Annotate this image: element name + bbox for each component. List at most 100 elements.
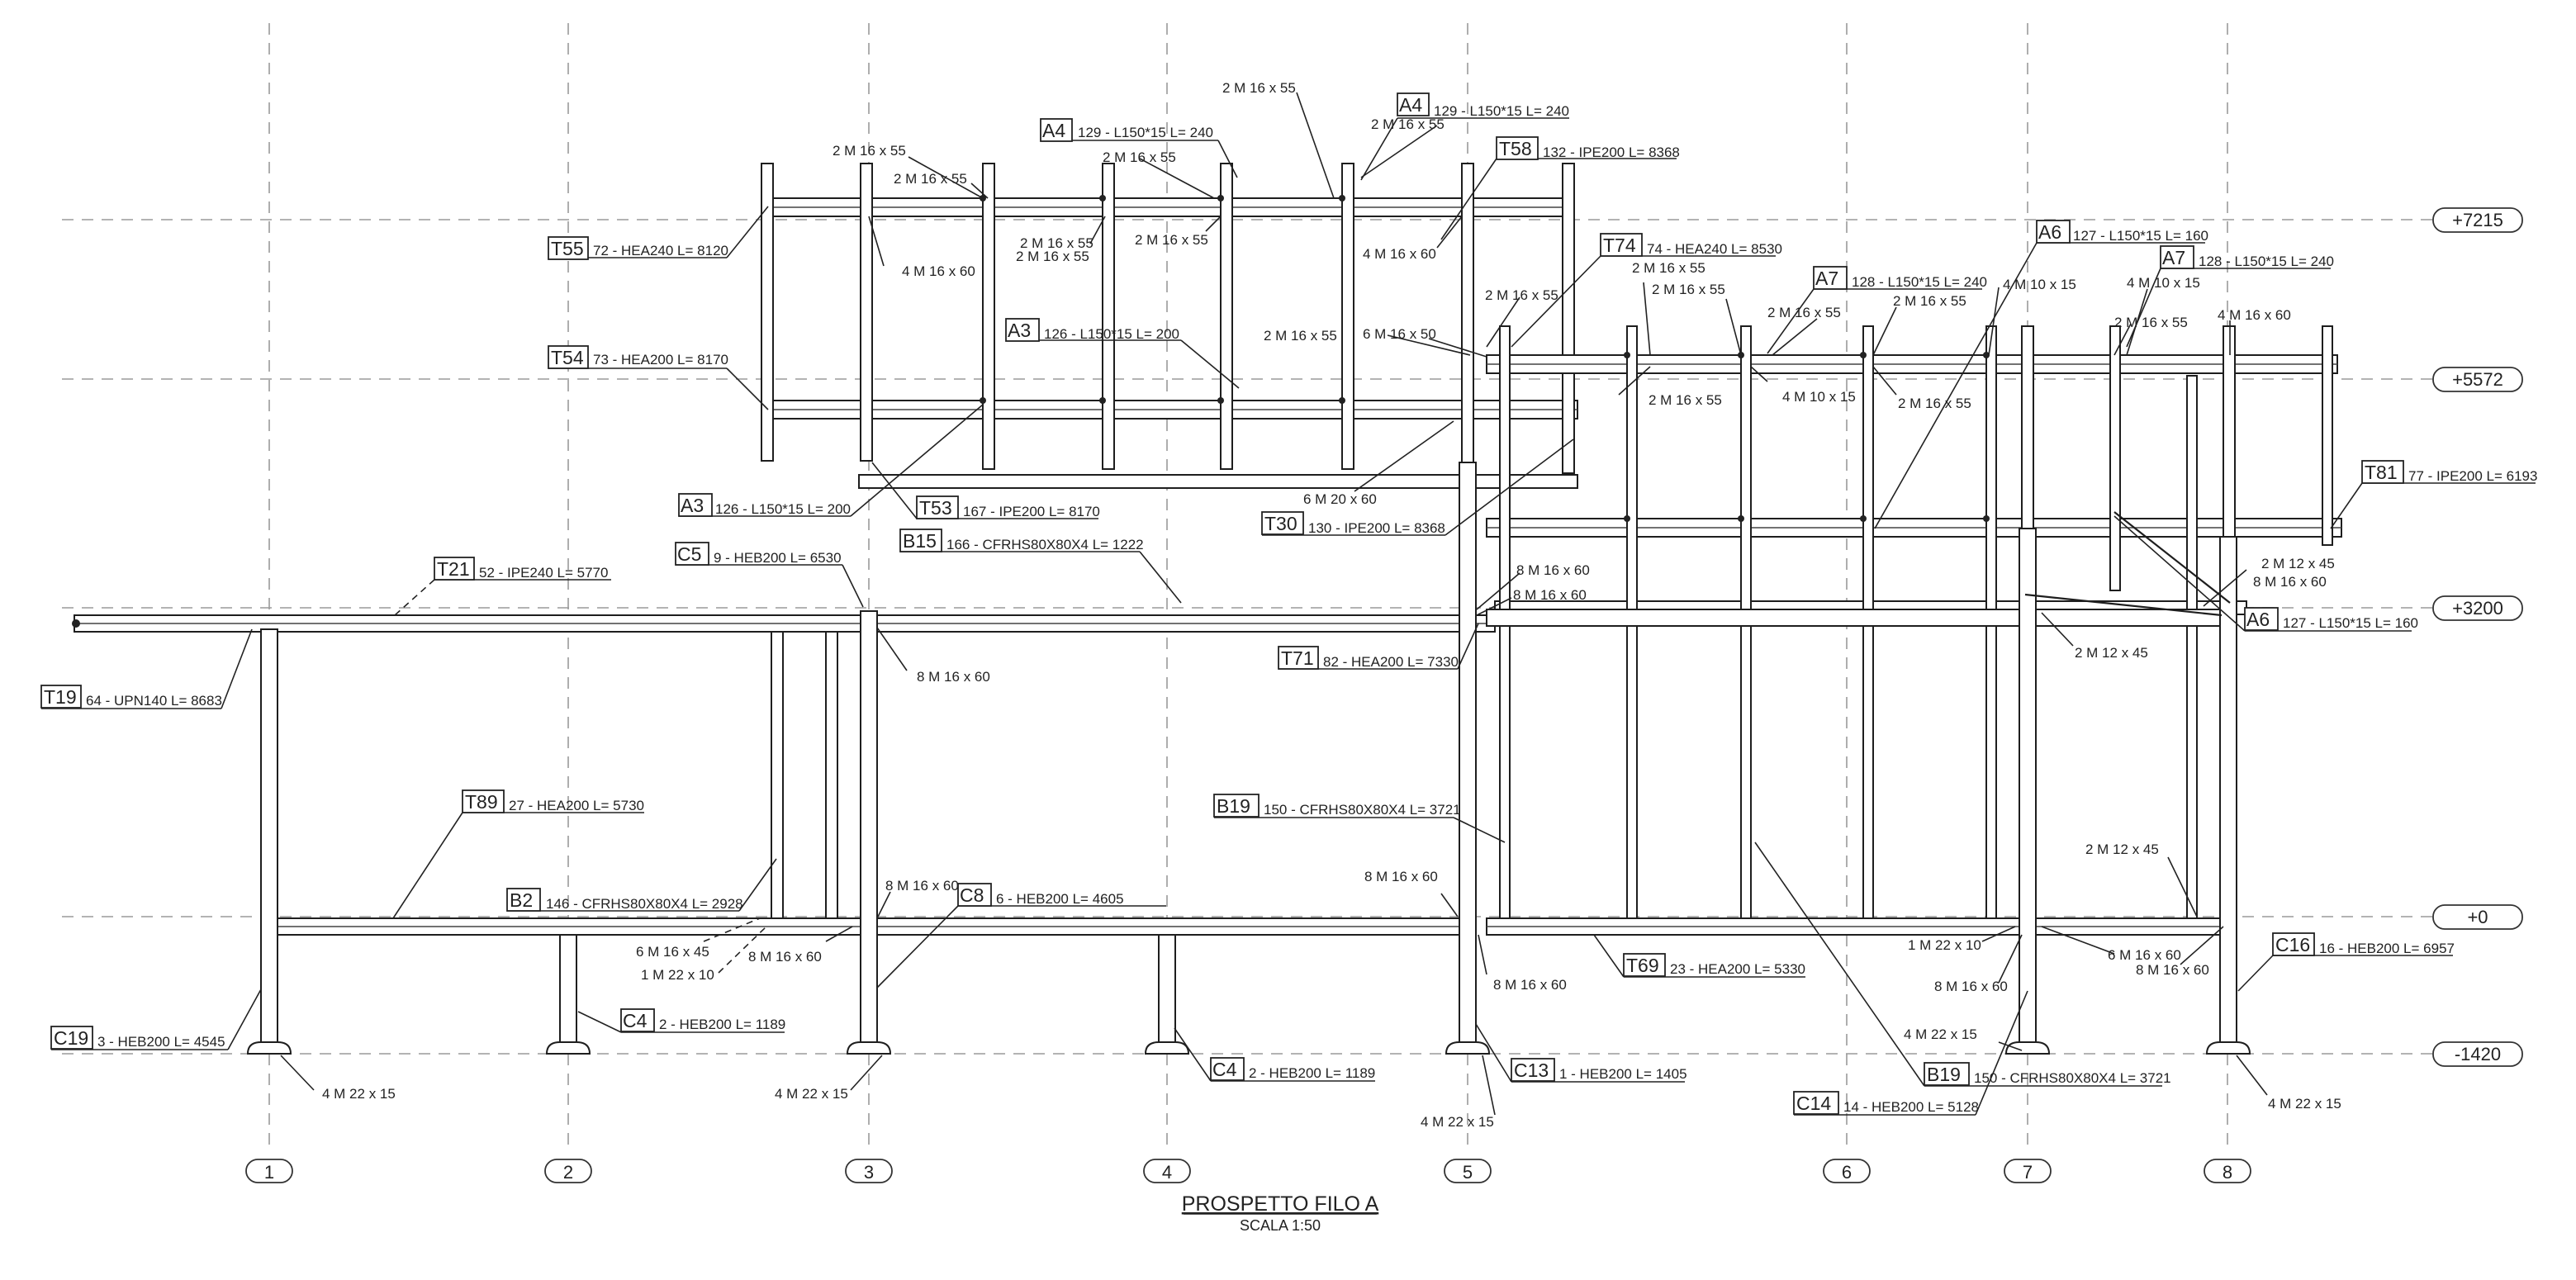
member-tag-t69: T69 xyxy=(1626,955,1659,976)
axis-bubble-8: 8 xyxy=(2204,1159,2251,1183)
member-tag-t71: T71 xyxy=(1281,647,1314,669)
bolt-label: 8 M 16 x 60 xyxy=(2136,962,2209,978)
bolt-label: 2 M 16 x 55 xyxy=(1135,232,1208,248)
member-text-a6-lower: 127 - L150*15 L= 160 xyxy=(2283,615,2418,631)
bolt-label: 4 M 22 x 15 xyxy=(322,1086,396,1102)
bolt-label: 2 M 12 x 45 xyxy=(2261,556,2335,571)
member-text-a4-left: 129 - L150*15 L= 240 xyxy=(1078,125,1213,140)
bolt-label: 2 M 16 x 55 xyxy=(1649,392,1722,408)
bolt-label: 6 M 16 x 60 xyxy=(2108,947,2181,963)
axis-label-6: 6 xyxy=(1842,1162,1852,1183)
level-bubble-1420: -1420 xyxy=(2432,1041,2523,1067)
member-tag-c13: C13 xyxy=(1514,1060,1549,1081)
column-axis-3 xyxy=(860,610,878,1053)
member-tag-a6-lower: A6 xyxy=(2246,609,2270,630)
member-text-c13: 1 - HEB200 L= 1405 xyxy=(1559,1066,1687,1082)
member-text-t53: 167 - IPE200 L= 8170 xyxy=(963,504,1100,519)
member-tag-b2: B2 xyxy=(510,889,533,911)
bolt-label: 2 M 16 x 55 xyxy=(1016,249,1089,264)
member-text-c14: 14 - HEB200 L= 5128 xyxy=(1843,1099,1979,1115)
bolt-label: 2 M 16 x 55 xyxy=(1898,396,1971,411)
level-bubble-5572: +5572 xyxy=(2432,367,2523,392)
bolt-label: 8 M 16 x 60 xyxy=(748,949,822,965)
bolt-label: 2 M 16 x 55 xyxy=(1893,293,1966,309)
member-tag-t74: T74 xyxy=(1603,235,1636,256)
bolt-label: 8 M 16 x 60 xyxy=(2253,574,2327,590)
bolt-label: 8 M 16 x 60 xyxy=(1513,587,1587,603)
bolt-label: 1 M 22 x 10 xyxy=(641,967,714,983)
member-tag-t53: T53 xyxy=(919,497,952,519)
level-bubble-3200: +3200 xyxy=(2432,595,2523,621)
member-text-b2: 146 - CFRHS80X80X4 L= 2928 xyxy=(546,896,743,912)
bolt-label: 2 M 16 x 55 xyxy=(833,143,906,159)
bolt-label: 6 M 16 x 50 xyxy=(1363,326,1436,342)
member-text-t69: 23 - HEA200 L= 5330 xyxy=(1670,961,1805,977)
axis-label-3: 3 xyxy=(864,1162,874,1183)
bolt-label: 6 M 20 x 60 xyxy=(1303,491,1377,507)
level-bubble-0: +0 xyxy=(2432,904,2523,930)
member-text-a3-lower: 126 - L150*15 L= 200 xyxy=(715,501,851,517)
member-text-t54: 73 - HEA200 L= 8170 xyxy=(593,352,728,367)
axis-bubble-1: 1 xyxy=(245,1159,293,1183)
member-text-t89: 27 - HEA200 L= 5730 xyxy=(509,798,644,813)
member-text-b15: 166 - CFRHS80X80X4 L= 1222 xyxy=(946,537,1144,552)
member-tag-c4-left: C4 xyxy=(623,1010,648,1031)
member-text-a4-right: 129 - L150*15 L= 240 xyxy=(1434,103,1569,119)
member-text-c16: 16 - HEB200 L= 6957 xyxy=(2319,941,2455,956)
level-label-3200: +3200 xyxy=(2452,598,2503,619)
bolt-label: 2 M 16 x 55 xyxy=(2114,315,2188,330)
bolt-label: 2 M 16 x 55 xyxy=(1020,235,1093,251)
bolt-label: 2 M 16 x 55 xyxy=(1485,287,1558,303)
bolt-label: 4 M 22 x 15 xyxy=(1421,1114,1494,1130)
member-tag-t81: T81 xyxy=(2365,462,2398,483)
level-label-5572: +5572 xyxy=(2452,369,2503,390)
bolt-label: 4 M 16 x 60 xyxy=(902,263,975,279)
member-text-c5: 9 - HEB200 L= 6530 xyxy=(714,550,842,566)
member-tag-b19-lower: B19 xyxy=(1927,1064,1961,1085)
platform-beam-upper-left xyxy=(858,474,1578,489)
axis-label-7: 7 xyxy=(2023,1162,2033,1183)
bolt-label: 2 M 16 x 55 xyxy=(1632,260,1705,276)
axis-label-2: 2 xyxy=(563,1162,573,1183)
member-tag-t19: T19 xyxy=(44,686,77,708)
member-text-t21: 52 - IPE240 L= 5770 xyxy=(479,565,608,581)
column-stub-axis-2 xyxy=(559,934,577,1053)
steel-structure xyxy=(72,163,2342,1055)
member-text-a3-upper: 126 - L150*15 L= 200 xyxy=(1044,326,1179,342)
member-text-t30: 130 - IPE200 L= 8368 xyxy=(1308,520,1445,536)
bolt-label: 2 M 16 x 55 xyxy=(1103,149,1176,165)
bolt-labels: 2 M 16 x 55 2 M 16 x 55 2 M 16 x 55 2 M … xyxy=(280,80,2341,1130)
bolt-label: 8 M 16 x 60 xyxy=(1516,562,1590,578)
axis-label-4: 4 xyxy=(1162,1162,1172,1183)
member-tag-b15: B15 xyxy=(903,530,937,552)
member-tag-t55: T55 xyxy=(551,238,584,259)
bolt-label: 1 M 22 x 10 xyxy=(1908,937,1981,953)
axis-bubble-3: 3 xyxy=(845,1159,893,1183)
bolt-label: 8 M 16 x 60 xyxy=(1364,869,1438,884)
bolt-label: 8 M 16 x 60 xyxy=(885,878,959,894)
bolt-label: 4 M 10 x 15 xyxy=(2127,275,2200,291)
member-text-t58: 132 - IPE200 L= 8368 xyxy=(1543,145,1680,160)
member-tag-a6-upper: A6 xyxy=(2038,221,2061,243)
member-tag-b19-upper: B19 xyxy=(1217,795,1250,817)
member-tag-a7-left: A7 xyxy=(1815,268,1838,289)
member-text-t74: 74 - HEA240 L= 8530 xyxy=(1647,241,1782,257)
member-text-c19: 3 - HEB200 L= 4545 xyxy=(97,1034,225,1050)
bolt-label: 4 M 10 x 15 xyxy=(1782,389,1856,405)
bolt-label: 4 M 22 x 15 xyxy=(1904,1026,1977,1042)
member-tag-t89: T89 xyxy=(465,791,498,813)
member-tag-t30: T30 xyxy=(1264,513,1297,534)
bolt-label: 2 M 16 x 55 xyxy=(1371,116,1445,132)
member-text-c8: 6 - HEB200 L= 4605 xyxy=(996,891,1124,907)
column-axis-7 xyxy=(2019,528,2037,1053)
member-text-c4-right: 2 - HEB200 L= 1189 xyxy=(1249,1065,1375,1081)
bolt-label: 4 M 10 x 15 xyxy=(2003,277,2076,292)
member-tag-c5: C5 xyxy=(677,543,701,565)
member-tag-c14: C14 xyxy=(1796,1093,1831,1114)
grid-lines xyxy=(62,23,2432,1152)
bolt-label: 8 M 16 x 60 xyxy=(1934,979,2008,994)
bolt-label: 2 M 12 x 45 xyxy=(2085,841,2159,857)
axis-bubble-7: 7 xyxy=(2004,1159,2052,1183)
bolt-label: 8 M 16 x 60 xyxy=(1493,977,1567,993)
